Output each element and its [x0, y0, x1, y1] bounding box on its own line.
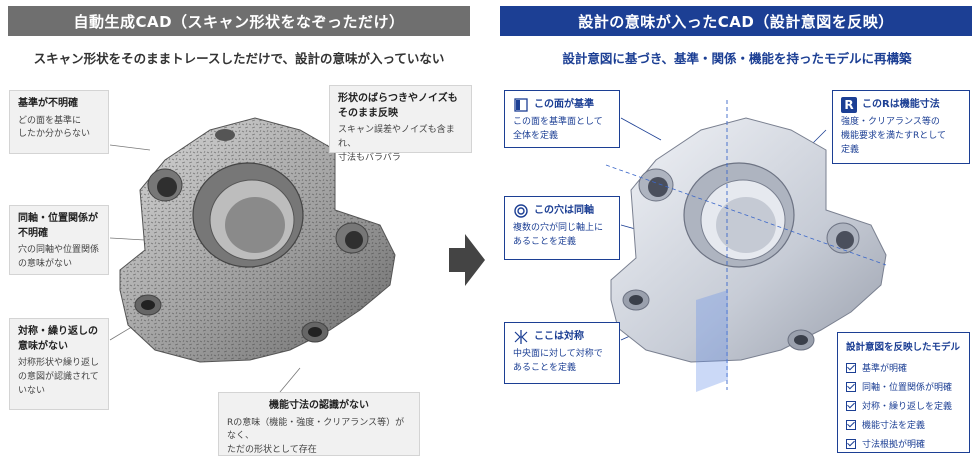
callout-title: 同軸・位置関係が 不明確: [18, 212, 100, 241]
callout-body-line: したか分からない: [18, 129, 91, 140]
callout-unclear-coaxial: 同軸・位置関係が 不明確 穴の同軸や位置関係 の意味がない: [9, 205, 109, 275]
callout-body-line: の意図が認識されて: [18, 371, 99, 382]
right-panel: 設計の意味が入ったCAD（設計意図を反映） 設計意図に基づき、基準・関係・機能を…: [496, 0, 978, 461]
symmetry-icon: [513, 329, 529, 345]
callout-body-line: あることを定義: [513, 236, 577, 247]
callout-body-line: 機能要求を満たすRとして: [841, 130, 946, 141]
design-intent-bracket-illustration: [605, 100, 887, 392]
callout-body-line: 穴の同軸や位置関係: [18, 245, 100, 255]
callout-title: 形状のばらつきやノイズも そのまま反映: [338, 92, 463, 121]
callout-body-line: あることを定義: [513, 362, 577, 373]
callout-body-line: この面を基準面として: [513, 117, 603, 127]
checkbox-checked-icon: [846, 419, 856, 430]
callout-body-line: の意味がない: [18, 258, 73, 269]
checklist-item: 機能寸法を定義: [846, 415, 961, 434]
coaxial-icon: [513, 203, 529, 219]
checkbox-checked-icon: [846, 362, 856, 373]
callout-title-text: 同軸・位置関係が 不明確: [18, 213, 98, 239]
datum-face-icon: [513, 97, 529, 113]
callout-body-line: 強度・クリアランス等の: [841, 117, 940, 127]
callout-title-text: 形状のばらつきやノイズも そのまま反映: [338, 93, 458, 119]
checklist-item-label: 対称・繰り返しを定義: [862, 402, 953, 412]
callout-no-functional-dims: 機能寸法の認識がない Rの意味（機能・強度・クリアランス等）がなく、 ただの形状…: [218, 392, 420, 456]
callout-title: 機能寸法の認識がない: [269, 400, 369, 411]
callout-title: 対称・繰り返しの 意味がない: [18, 325, 100, 354]
callout-title-text: 対称・繰り返しの 意味がない: [18, 326, 98, 352]
checklist-title: 設計意図を反映したモデル: [846, 342, 961, 353]
checklist-item-label: 同軸・位置関係が明確: [862, 383, 953, 393]
transition-arrow-icon: [449, 234, 485, 286]
callout-symmetry: ここは対称 中央面に対して対称で あることを定義: [504, 322, 620, 384]
scanned-bracket-illustration: [109, 117, 396, 393]
callout-body-line: 定義: [841, 144, 860, 155]
callout-body-line: いない: [18, 385, 46, 396]
callout-body-line: 複数の穴が同じ軸上に: [513, 223, 604, 233]
callout-body-line: ただの形状として存在: [227, 445, 317, 456]
callout-body-line: スキャン誤差やノイズも含まれ、: [338, 125, 455, 149]
checklist-item: 基準が明確: [846, 358, 961, 377]
callout-no-symmetry: 対称・繰り返しの 意味がない 対称形状や繰り返し の意図が認識されて いない: [9, 318, 109, 410]
callout-title-row: ここは対称: [513, 329, 611, 345]
callout-title: ここは対称: [534, 331, 584, 343]
callout-title-row: この面が基準: [513, 97, 611, 113]
callout-functional-radius: R このRは機能寸法 強度・クリアランス等の 機能要求を満たすRとして 定義: [832, 90, 970, 164]
callout-body-line: 寸法もバラバラ: [338, 152, 401, 163]
callout-title-row: R このRは機能寸法: [841, 97, 961, 113]
checklist-item: 同軸・位置関係が明確: [846, 377, 961, 396]
callout-title: この穴は同軸: [534, 205, 594, 217]
bracket-body-right: [605, 100, 887, 392]
callout-title: この面が基準: [534, 99, 594, 111]
callout-unclear-datum: 基準が不明確 どの面を基準に したか分からない: [9, 90, 109, 154]
left-subtitle: スキャン形状をそのままトレースしただけで、設計の意味が入っていない: [33, 51, 445, 66]
callout-body-line: どの面を基準に: [18, 115, 82, 126]
callout-body-line: 中央面に対して対称で: [513, 349, 603, 359]
bracket-body-left: [119, 117, 396, 363]
checklist-item: 寸法根拠が明確: [846, 434, 961, 453]
callout-body-line: 対称形状や繰り返し: [18, 358, 100, 368]
checklist-item-label: 基準が明確: [862, 364, 908, 374]
callout-body-line: 全体を定義: [513, 130, 559, 141]
checklist-item-label: 機能寸法を定義: [862, 421, 926, 431]
left-panel: 自動生成CAD（スキャン形状をなぞっただけ） スキャン形状をそのままトレースした…: [0, 0, 478, 461]
callout-title: 基準が不明確: [18, 98, 78, 109]
callout-title-row: この穴は同軸: [513, 203, 611, 219]
callout-body-line: Rの意味（機能・強度・クリアランス等）がなく、: [227, 417, 405, 442]
callout-coaxial-hole: この穴は同軸 複数の穴が同じ軸上に あることを定義: [504, 196, 620, 260]
checkbox-checked-icon: [846, 400, 856, 411]
left-banner: 自動生成CAD（スキャン形状をなぞっただけ）: [8, 6, 470, 36]
callout-datum-face: この面が基準 この面を基準面として 全体を定義: [504, 90, 620, 148]
checklist-item: 対称・繰り返しを定義: [846, 396, 961, 415]
design-intent-checklist: 設計意図を反映したモデル 基準が明確 同軸・位置関係が明確 対称・繰り返しを定義…: [837, 332, 970, 453]
right-banner: 設計の意味が入ったCAD（設計意図を反映）: [500, 6, 972, 36]
callout-noise-reflected: 形状のばらつきやノイズも そのまま反映 スキャン誤差やノイズも含まれ、 寸法もバ…: [329, 85, 472, 163]
checklist-item-label: 寸法根拠が明確: [862, 440, 926, 450]
checkbox-checked-icon: [846, 438, 856, 449]
checkbox-checked-icon: [846, 381, 856, 392]
right-subtitle: 設計意図に基づき、基準・関係・機能を持ったモデルに再構築: [562, 51, 912, 66]
radius-r-icon: R: [841, 97, 857, 113]
callout-title: このRは機能寸法: [862, 99, 940, 111]
